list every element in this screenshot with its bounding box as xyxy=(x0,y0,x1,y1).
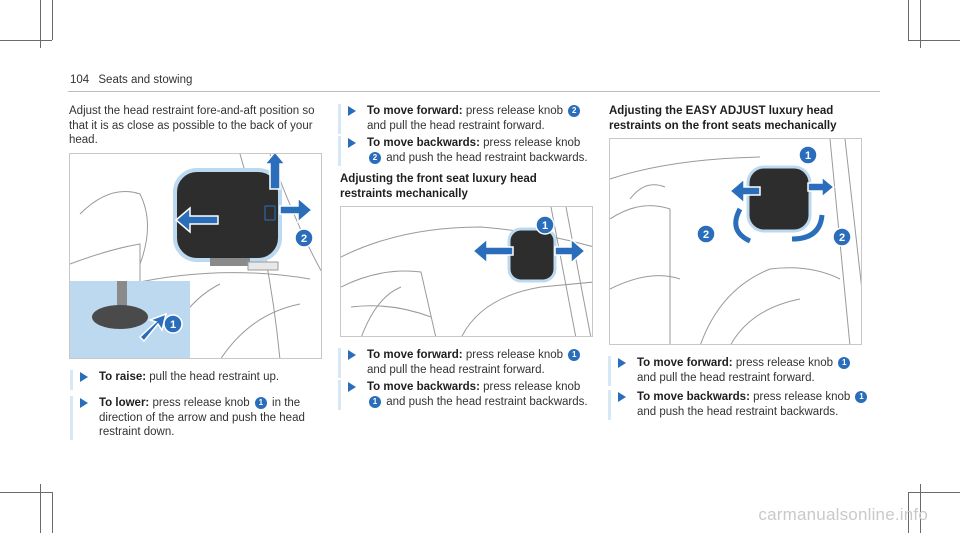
knob-badge: 2 xyxy=(369,151,381,164)
callout-marker xyxy=(294,228,314,248)
crop-mark xyxy=(920,484,921,533)
step-arrow-icon xyxy=(348,350,356,360)
section-heading-luxury: Adjusting the front seat luxury head res… xyxy=(340,173,537,200)
step-text: press release knob xyxy=(483,381,581,393)
step-arrow-icon xyxy=(618,358,626,368)
figure-luxury-head-restraint: 1 xyxy=(340,206,593,337)
step-label: To raise: xyxy=(99,371,147,383)
crop-mark xyxy=(908,492,960,493)
step-raise: To raise: pull the head restraint up. xyxy=(70,370,328,390)
intro-paragraph: Adjust the head restraint fore-and-aft p… xyxy=(69,105,315,146)
step-text: press release knob xyxy=(465,105,564,117)
callout-label: 1 xyxy=(170,319,176,331)
step-label: To lower: xyxy=(99,397,150,409)
figure-illustration: 1 xyxy=(341,207,592,336)
callout-label: 2 xyxy=(301,233,307,245)
crop-mark xyxy=(52,492,53,533)
step-label: To move backwards: xyxy=(367,137,480,149)
step-text: press release knob xyxy=(483,137,581,149)
crop-mark xyxy=(40,484,41,533)
step-move-backwards: To move backwards: press release knob 2 … xyxy=(338,136,596,166)
step-text: press release knob xyxy=(753,391,851,403)
callout-label: 1 xyxy=(542,220,548,232)
callout-label: 1 xyxy=(805,150,811,162)
callout-label: 2 xyxy=(839,232,845,244)
step-text: and pull the head restraint forward. xyxy=(367,363,545,376)
step-move-forward: To move forward: press release knob 1 an… xyxy=(338,348,596,378)
step-text: and push the head restraint backwards. xyxy=(386,395,588,408)
header-divider xyxy=(68,91,880,92)
knob-badge: 1 xyxy=(568,349,581,361)
crop-mark xyxy=(908,492,909,533)
crop-mark xyxy=(52,0,53,40)
step-arrow-icon xyxy=(80,398,88,408)
callout-label: 2 xyxy=(703,229,709,241)
callout-marker xyxy=(696,224,716,244)
step-label: To move forward: xyxy=(637,357,733,369)
callout-marker xyxy=(832,227,852,247)
step-label: To move forward: xyxy=(367,105,463,117)
step-move-forward: To move forward: press release knob 2 an… xyxy=(338,104,596,134)
callout-marker xyxy=(163,314,183,334)
crop-mark xyxy=(908,0,909,40)
figure-head-restraint-height: 2 1 xyxy=(69,153,322,359)
figure-illustration: 1 2 2 xyxy=(610,139,861,344)
step-text: pull the head restraint up. xyxy=(149,371,280,383)
step-label: To move backwards: xyxy=(367,381,480,393)
page-number: 104 xyxy=(70,74,90,86)
step-arrow-icon xyxy=(80,372,88,382)
knob-badge: 1 xyxy=(838,357,851,369)
step-label: To move forward: xyxy=(367,349,463,361)
callout-marker xyxy=(798,145,818,165)
section-heading-easy-adjust: Adjusting the EASY ADJUST luxury head re… xyxy=(609,105,837,132)
step-text: in the direction of the arrow and push t… xyxy=(99,397,305,438)
step-text: and pull the head restraint forward. xyxy=(367,119,545,132)
step-move-forward: To move forward: press release knob 1 an… xyxy=(608,356,870,386)
step-label: To move backwards: xyxy=(637,391,750,403)
step-arrow-icon xyxy=(348,382,356,392)
step-text: press release knob xyxy=(735,357,834,369)
knob-badge: 1 xyxy=(254,397,267,409)
step-arrow-icon xyxy=(618,392,626,402)
step-text: press release knob xyxy=(465,349,564,361)
step-move-backwards: To move backwards: press release knob 1 … xyxy=(608,390,870,420)
figure-easy-adjust-head-restraint: 1 2 2 xyxy=(609,138,862,345)
knob-badge: 2 xyxy=(568,105,581,117)
crop-mark xyxy=(0,40,52,41)
crop-mark xyxy=(40,0,41,48)
step-arrow-icon xyxy=(348,138,356,148)
step-text: and pull the head restraint forward. xyxy=(637,371,815,384)
step-text: press release knob xyxy=(152,397,250,409)
crop-mark xyxy=(920,0,921,48)
figure-illustration: 2 1 xyxy=(70,154,321,358)
watermark: carmanualsonline.info xyxy=(758,505,928,524)
crop-mark xyxy=(0,492,52,493)
step-arrow-icon xyxy=(348,106,356,116)
step-text: and push the head restraint backwards. xyxy=(386,151,588,164)
knob-badge: 1 xyxy=(855,391,868,403)
step-text: and push the head restraint backwards. xyxy=(637,405,839,418)
knob-badge: 1 xyxy=(369,395,381,408)
crop-mark xyxy=(908,40,960,41)
section-title: Seats and stowing xyxy=(98,74,193,86)
page-header: 104 Seats and stowing xyxy=(70,74,192,86)
step-move-backwards: To move backwards: press release knob 1 … xyxy=(338,380,596,410)
callout-marker xyxy=(535,215,555,235)
step-lower: To lower: press release knob 1 in the di… xyxy=(70,396,328,440)
